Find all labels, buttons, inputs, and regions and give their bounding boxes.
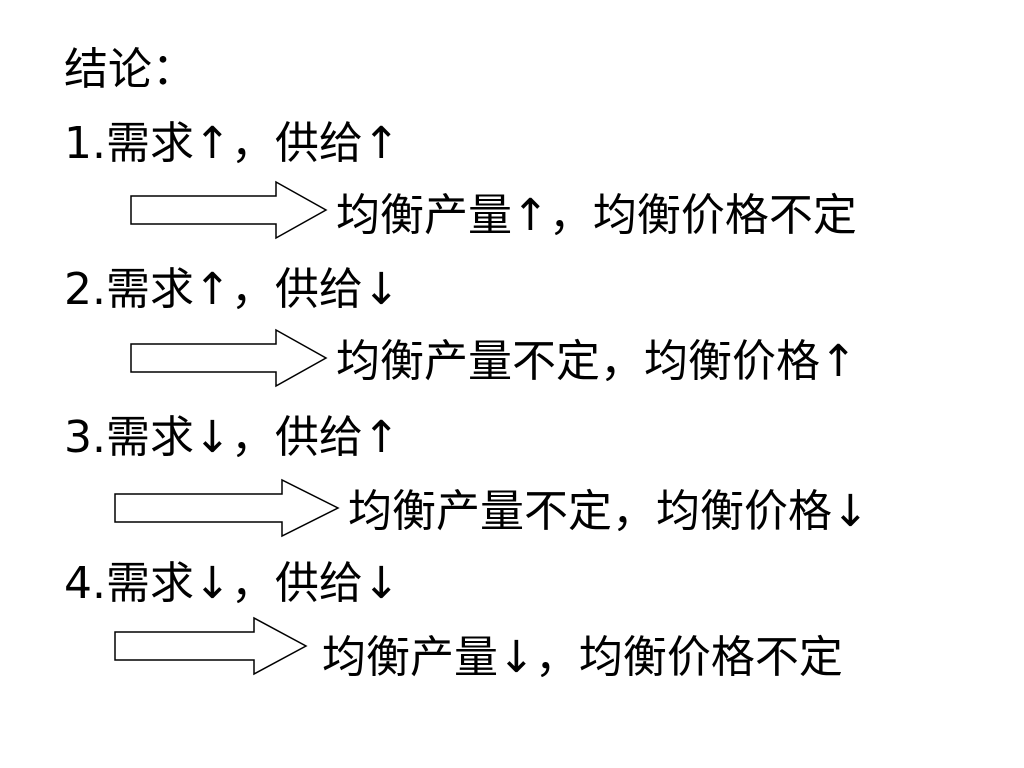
- case-1-condition: 1.需求↑，供给↑: [64, 116, 400, 172]
- right-arrow-icon: [130, 328, 328, 388]
- case-3-condition: 3.需求↓，供给↑: [64, 410, 400, 466]
- case-4-condition-text: 需求↓，供给↓: [105, 558, 400, 609]
- case-2-number: 2.: [64, 264, 106, 315]
- right-arrow-icon: [130, 180, 328, 240]
- case-4-result: 均衡产量↓，均衡价格不定: [322, 632, 843, 683]
- case-4-condition: 4.需求↓，供给↓: [64, 556, 400, 612]
- case-3-condition-text: 需求↓，供给↑: [105, 412, 400, 463]
- right-arrow-icon: [114, 478, 340, 538]
- case-2-condition: 2.需求↑，供给↓: [64, 262, 400, 318]
- case-1-result: 均衡产量↑，均衡价格不定: [336, 190, 857, 241]
- case-1-number: 1.: [64, 118, 106, 169]
- case-3-result: 均衡产量不定，均衡价格↓: [348, 486, 869, 537]
- case-4-number: 4.: [64, 558, 106, 609]
- case-1-condition-text: 需求↑，供给↑: [105, 118, 400, 169]
- conclusion-heading: 结论：: [64, 44, 196, 95]
- case-3-number: 3.: [64, 412, 106, 463]
- case-2-result: 均衡产量不定，均衡价格↑: [336, 336, 857, 387]
- case-2-condition-text: 需求↑，供给↓: [105, 264, 400, 315]
- right-arrow-icon: [114, 616, 308, 676]
